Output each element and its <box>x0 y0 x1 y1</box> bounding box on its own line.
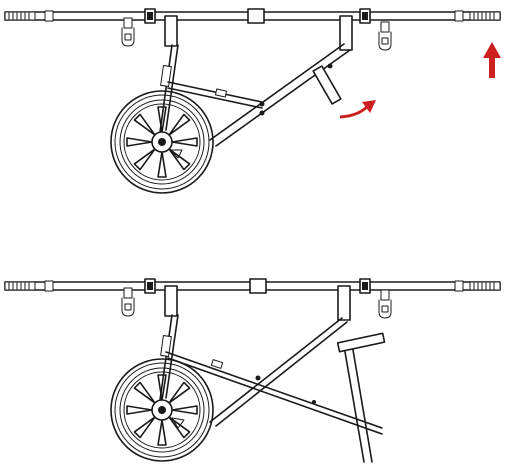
rotate-arrow-icon <box>339 100 376 119</box>
top-tube <box>4 8 501 24</box>
panel-folding-step <box>4 8 501 194</box>
wheel <box>110 358 214 462</box>
clamp <box>121 287 135 317</box>
frame <box>159 285 386 463</box>
panel-deployed-stand <box>4 278 501 463</box>
clamp <box>121 17 135 47</box>
up-arrow-icon <box>483 42 501 78</box>
frame <box>159 15 353 147</box>
top-tube <box>4 278 501 294</box>
wheel <box>110 90 214 194</box>
clamp <box>378 289 392 319</box>
clamp <box>378 21 392 51</box>
